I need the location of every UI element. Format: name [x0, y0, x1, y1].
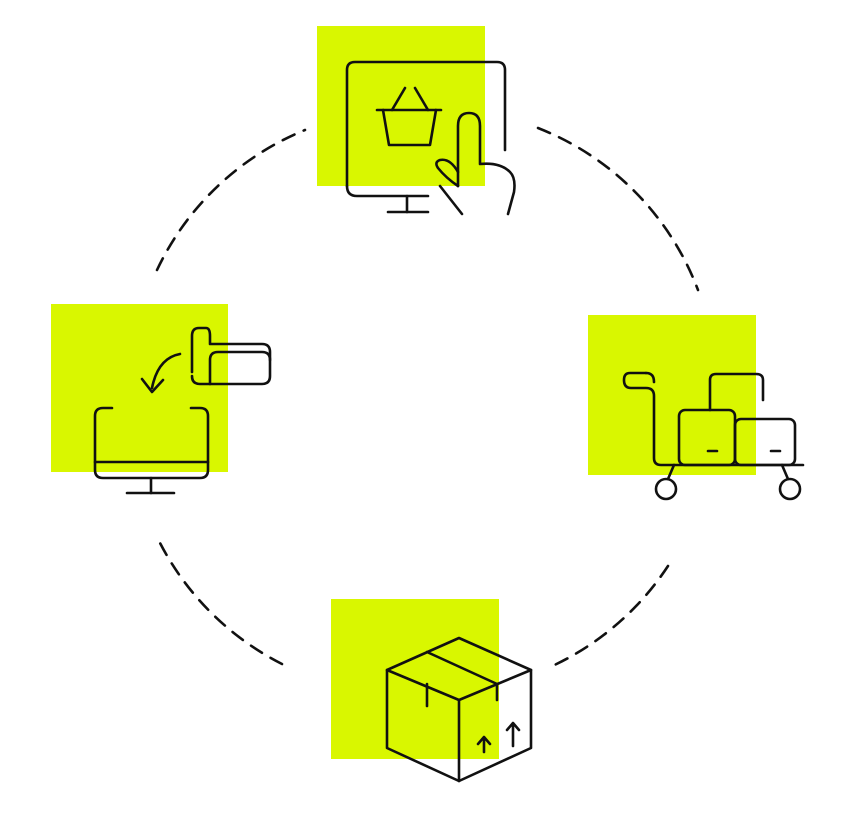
node-package-box — [331, 599, 533, 783]
online-shopping-basket-touchscreen-icon — [345, 60, 516, 216]
connector-arc-bottom-right — [546, 564, 670, 670]
connector-arc-top-left — [155, 128, 307, 272]
connector-arc-top-right — [536, 126, 700, 292]
node-file-download — [51, 304, 272, 495]
accent-square — [331, 599, 499, 759]
connector-arc-bottom-left — [158, 541, 284, 666]
node-luggage-cart — [588, 315, 805, 501]
accent-square — [51, 304, 228, 472]
luggage-cart-icon — [622, 371, 805, 501]
accent-square — [588, 315, 756, 475]
file-download-computer-icon — [93, 326, 272, 495]
package-box-icon — [385, 636, 533, 783]
accent-square — [317, 26, 485, 186]
node-online-shopping — [317, 26, 516, 216]
cycle-connector — [155, 126, 700, 670]
